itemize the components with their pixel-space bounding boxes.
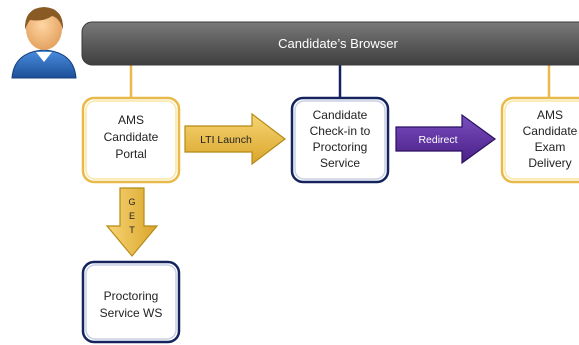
redirect-label: Redirect xyxy=(418,134,457,146)
ws-line-1: Proctoring xyxy=(104,289,159,303)
checkin-line-3: Proctoring xyxy=(313,140,368,154)
node-ams-candidate-portal: AMS Candidate Portal xyxy=(81,96,181,184)
node-candidate-checkin: Candidate Check-in to Proctoring Service xyxy=(290,96,390,184)
checkin-line-1: Candidate xyxy=(313,108,368,122)
portal-line-1: AMS xyxy=(118,113,144,127)
checkin-line-4: Service xyxy=(320,156,360,170)
arrow-get: G E T xyxy=(105,187,159,257)
candidate-person-icon xyxy=(11,7,77,79)
get-letter-e: E xyxy=(129,211,135,221)
ws-line-2: Service WS xyxy=(100,306,163,320)
portal-line-2: Candidate xyxy=(104,130,159,144)
arrow-redirect: Redirect xyxy=(395,113,497,165)
node-proctoring-service-ws: Proctoring Service WS xyxy=(81,260,181,344)
delivery-line-4: Delivery xyxy=(528,156,571,170)
delivery-line-1: AMS xyxy=(537,108,563,122)
delivery-line-2: Candidate xyxy=(523,124,578,138)
browser-bar: Candidate’s Browser xyxy=(81,21,579,66)
delivery-line-3: Exam xyxy=(535,140,566,154)
portal-line-3: Portal xyxy=(115,147,146,161)
get-letter-g: G xyxy=(128,197,135,207)
checkin-line-2: Check-in to xyxy=(310,124,371,138)
arrow-lti-launch: LTI Launch xyxy=(184,112,286,166)
browser-bar-label: Candidate’s Browser xyxy=(278,36,398,51)
get-letter-t: T xyxy=(129,225,135,235)
lti-launch-label: LTI Launch xyxy=(200,134,252,146)
node-ams-exam-delivery: AMS Candidate Exam Delivery xyxy=(500,96,579,184)
